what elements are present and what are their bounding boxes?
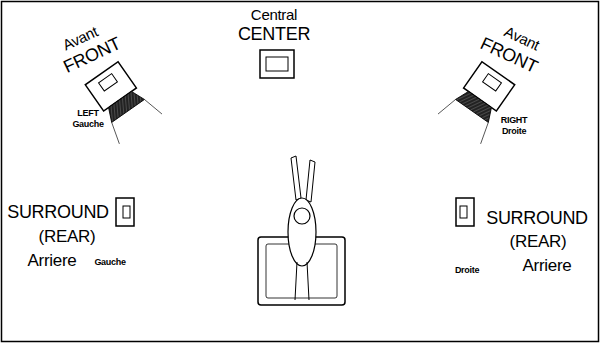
side-label: Gauche <box>94 258 125 267</box>
surround-right-speaker <box>456 198 474 226</box>
side-label: LEFT <box>77 109 98 118</box>
surround-heading: (REAR) <box>510 233 567 250</box>
front-left-speaker <box>80 58 162 144</box>
side-label: RIGHT <box>501 116 528 125</box>
surround-heading: Arriere <box>523 257 572 274</box>
listener-figure <box>258 156 345 305</box>
surround-left-speaker <box>116 198 134 226</box>
side-label: Droite <box>455 266 479 275</box>
surround-heading: SURROUND <box>486 209 588 227</box>
center-heading: CENTER <box>238 25 310 43</box>
surround-heading: Arriere <box>28 252 77 269</box>
center-heading: Central <box>251 7 297 22</box>
side-label: Gauche <box>72 120 103 129</box>
side-label: Droite <box>502 127 526 136</box>
surround-heading: SURROUND <box>7 203 109 221</box>
center-speaker <box>260 50 294 78</box>
surround-heading: (REAR) <box>39 228 96 245</box>
